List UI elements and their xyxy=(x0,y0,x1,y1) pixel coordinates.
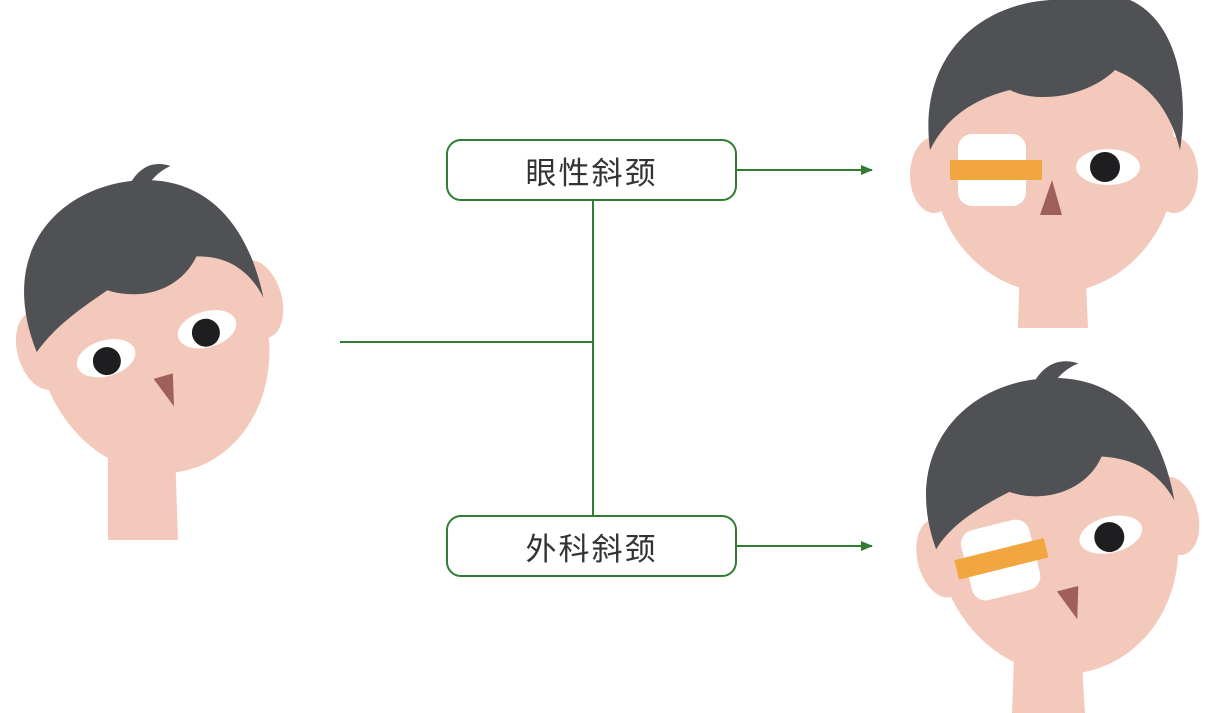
surgical-torticollis-label: 外科斜颈 xyxy=(446,515,737,577)
patched-eye-head-icon xyxy=(910,0,1198,328)
ocular-torticollis-label: 眼性斜颈 xyxy=(446,139,737,201)
patched-tilted-head-icon xyxy=(916,361,1200,713)
tilted-head-icon xyxy=(15,164,284,540)
connector-lines xyxy=(340,201,594,515)
